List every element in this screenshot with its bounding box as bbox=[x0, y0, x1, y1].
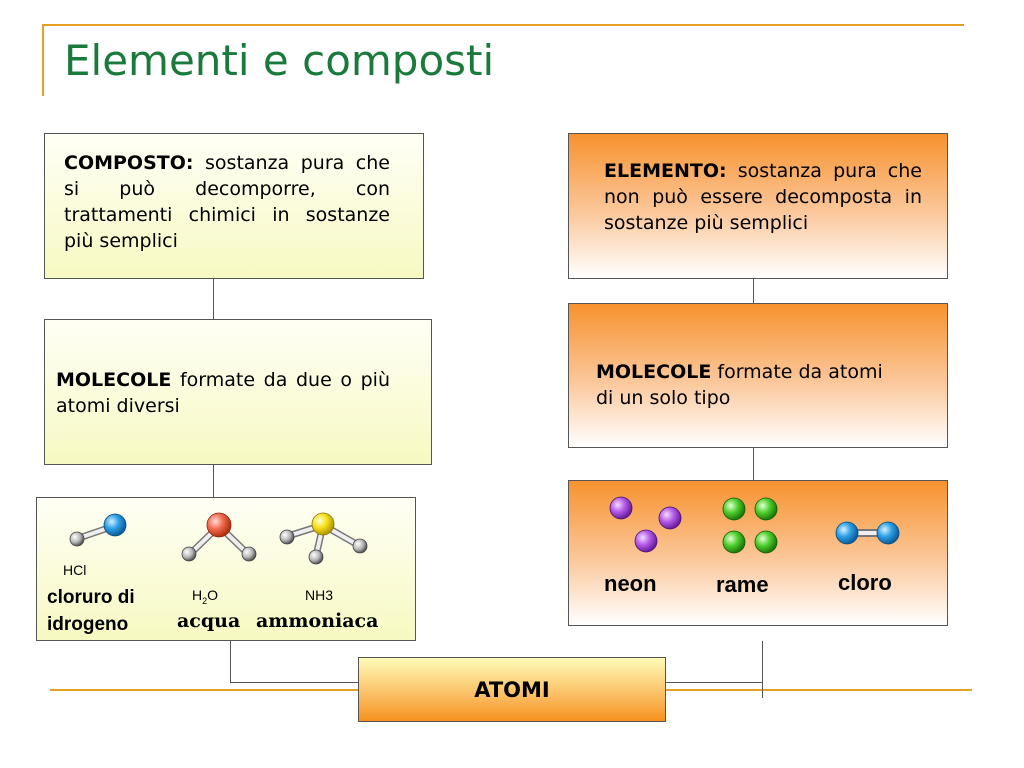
chlorine-molecule bbox=[835, 521, 900, 545]
chlorine-label: cloro bbox=[838, 570, 892, 595]
hcl-formula: HCl bbox=[63, 562, 87, 578]
molecole-elementi-definition: formate da atomi di un solo tipo bbox=[596, 361, 883, 409]
molecole-composti-term: MOLECOLE bbox=[56, 369, 172, 391]
connector-right-down bbox=[762, 641, 763, 698]
connector-molecole-elementexamples bbox=[753, 448, 754, 480]
bottom-rule-left bbox=[50, 689, 358, 691]
elemento-box: ELEMENTO: sostanza pura che non può esse… bbox=[568, 133, 948, 279]
connector-elemento-molecole bbox=[753, 278, 754, 303]
title-accent-horizontal bbox=[42, 24, 964, 26]
hcl-name-line1: cloruro di bbox=[47, 587, 135, 608]
atomi-box: ATOMI bbox=[358, 657, 666, 722]
compound-examples-box: HCl H2O NH3 cloruro di idrogeno acqua am… bbox=[36, 497, 416, 641]
copper-label: rame bbox=[716, 572, 769, 597]
connector-composto-molecole bbox=[213, 278, 214, 319]
molecole-composti-box: MOLECOLE formate da due o più atomi dive… bbox=[44, 319, 432, 465]
connector-left-to-atomi bbox=[230, 682, 358, 683]
elemento-term: ELEMENTO: bbox=[604, 160, 727, 182]
title-accent-vertical bbox=[42, 24, 44, 96]
water-formula-sub: 2 bbox=[202, 595, 208, 606]
water-molecule bbox=[181, 512, 257, 562]
composto-text: COMPOSTO: sostanza pura che si può decom… bbox=[64, 150, 390, 254]
page-title: Elementi e composti bbox=[64, 36, 495, 85]
element-examples-box: neon rame cloro bbox=[568, 480, 948, 626]
molecole-composti-text: MOLECOLE formate da due o più atomi dive… bbox=[56, 367, 390, 419]
elemento-text: ELEMENTO: sostanza pura che non può esse… bbox=[604, 158, 922, 236]
molecole-elementi-box: MOLECOLE formate da atomi di un solo tip… bbox=[568, 303, 948, 448]
copper-atoms bbox=[722, 497, 778, 554]
neon-label: neon bbox=[604, 571, 657, 596]
molecole-composti-definition: formate da due o più atomi diversi bbox=[56, 369, 390, 417]
hcl-name-line2: idrogeno bbox=[47, 614, 129, 635]
water-formula: H2O bbox=[192, 587, 218, 606]
composto-definition: sostanza pura che si può decomporre, con… bbox=[64, 152, 390, 252]
ammonia-formula: NH3 bbox=[305, 587, 334, 603]
composto-term: COMPOSTO: bbox=[64, 152, 194, 174]
connector-left-down bbox=[230, 641, 231, 682]
atomi-label: ATOMI bbox=[474, 678, 550, 702]
ammonia-molecule bbox=[279, 512, 368, 565]
bottom-rule-right bbox=[666, 689, 972, 691]
elemento-definition: sostanza pura che non può essere decompo… bbox=[604, 160, 922, 234]
hcl-molecule bbox=[69, 513, 127, 547]
water-formula-main: H bbox=[192, 587, 203, 603]
water-formula-end: O bbox=[207, 587, 219, 603]
molecole-elementi-term: MOLECOLE bbox=[596, 361, 712, 383]
ammonia-name: ammoniaca bbox=[256, 610, 379, 632]
connector-right-to-atomi bbox=[666, 682, 762, 683]
water-name: acqua bbox=[177, 610, 241, 632]
element-illustrations bbox=[609, 496, 900, 554]
composto-box: COMPOSTO: sostanza pura che si può decom… bbox=[44, 133, 424, 279]
neon-atoms bbox=[609, 496, 682, 553]
molecule-illustrations bbox=[69, 512, 368, 565]
connector-molecole-examples bbox=[213, 465, 214, 497]
molecole-elementi-text: MOLECOLE formate da atomi di un solo tip… bbox=[596, 359, 896, 411]
